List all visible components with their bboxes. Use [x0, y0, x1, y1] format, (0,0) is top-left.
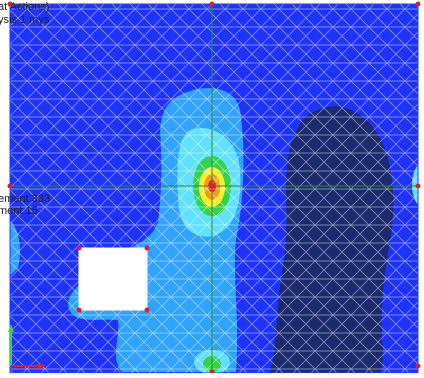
node[interactable]	[209, 183, 215, 189]
node[interactable]	[144, 307, 150, 313]
results-title: at Actions)	[0, 1, 50, 13]
node[interactable]	[144, 245, 150, 251]
node[interactable]	[76, 307, 82, 313]
element-label-primary: ement 333	[0, 193, 50, 205]
node[interactable]	[76, 245, 82, 251]
element-label-secondary: ment 15	[0, 205, 38, 217]
opening-hole	[78, 247, 148, 311]
node[interactable]	[415, 363, 421, 369]
node[interactable]	[415, 183, 421, 189]
axis-triad-icon	[8, 324, 46, 369]
node[interactable]	[7, 1, 13, 7]
node[interactable]	[415, 1, 421, 7]
node[interactable]	[7, 183, 13, 189]
mesh-overlay	[10, 4, 418, 373]
node-markers	[7, 1, 421, 375]
node[interactable]	[209, 1, 215, 7]
analysis-name: ysis 1 mys	[0, 14, 50, 26]
